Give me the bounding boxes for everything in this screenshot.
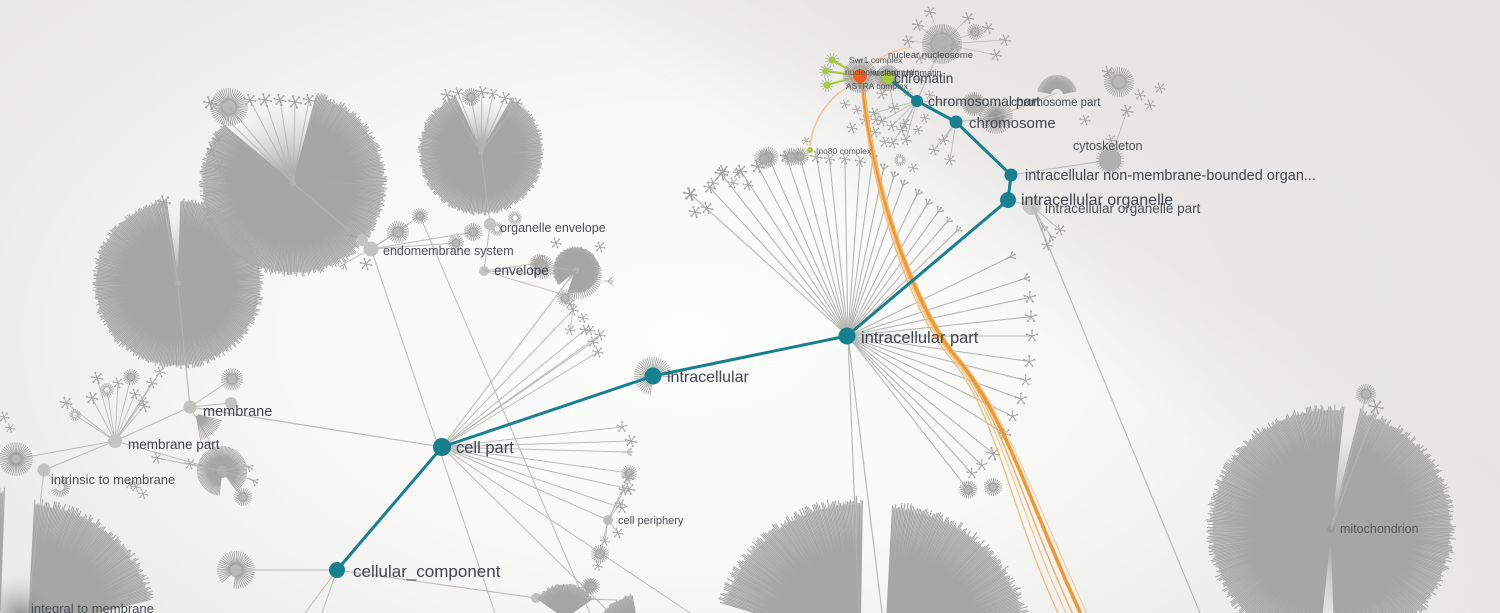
svg-text:cytoskeleton: cytoskeleton	[1073, 139, 1143, 153]
svg-text:intrinsic to membrane: intrinsic to membrane	[51, 472, 175, 487]
svg-text:endomembrane system: endomembrane system	[383, 244, 514, 258]
svg-text:membrane: membrane	[203, 404, 272, 420]
svg-text:cell periphery: cell periphery	[618, 515, 684, 527]
svg-text:membrane part: membrane part	[128, 437, 220, 452]
svg-text:nucleolar chromatin: nucleolar chromatin	[845, 67, 919, 77]
svg-text:nuclear chromatin: nuclear chromatin	[870, 68, 942, 78]
svg-text:Ino80 complex: Ino80 complex	[816, 146, 872, 156]
svg-text:chromosome part: chromosome part	[1011, 97, 1101, 109]
svg-text:nuclear nucleosome: nuclear nucleosome	[888, 50, 973, 61]
svg-text:intracellular organelle: intracellular organelle	[1021, 192, 1173, 209]
svg-text:chromosome: chromosome	[969, 115, 1056, 132]
svg-text:intracellular organelle part: intracellular organelle part	[1045, 201, 1201, 216]
svg-text:chromosomal part: chromosomal part	[928, 93, 1040, 109]
svg-text:mitochondrion: mitochondrion	[1340, 522, 1419, 536]
svg-text:Swr1 complex: Swr1 complex	[849, 55, 903, 65]
svg-text:cell part: cell part	[456, 439, 514, 457]
svg-text:integral to membrane: integral to membrane	[31, 601, 154, 613]
svg-text:intracellular: intracellular	[667, 369, 749, 386]
svg-text:intracellular part: intracellular part	[861, 329, 979, 347]
svg-text:intracellular non-membrane-bou: intracellular non-membrane-bounded organ…	[1025, 168, 1316, 184]
svg-text:chromatin: chromatin	[894, 71, 953, 86]
svg-text:envelope: envelope	[494, 263, 549, 278]
svg-text:organelle envelope: organelle envelope	[500, 221, 606, 235]
svg-text:cellular_component: cellular_component	[353, 562, 501, 581]
svg-text:ASTRA complex: ASTRA complex	[846, 81, 909, 91]
